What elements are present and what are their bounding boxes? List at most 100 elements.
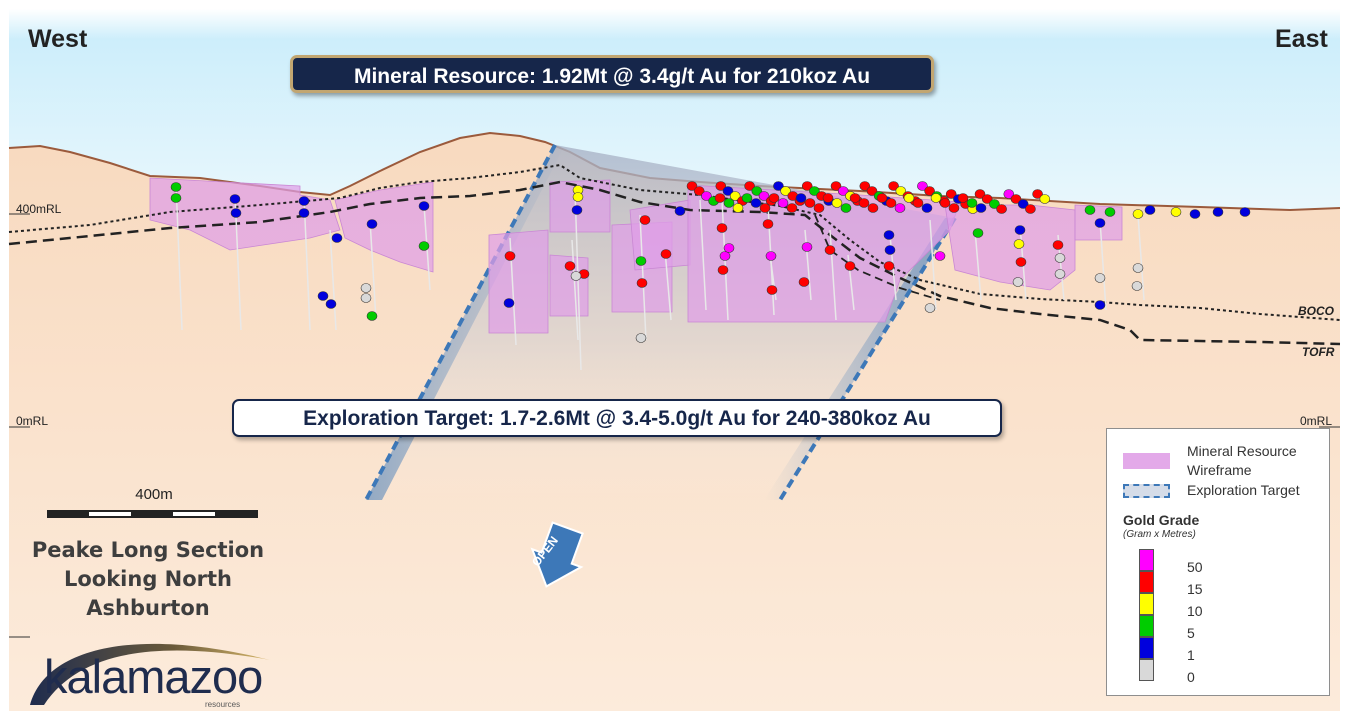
drill-trace [303,196,311,331]
wireframe-central-1 [488,229,549,334]
grade-swatch-0 [1139,659,1154,681]
drill-trace [175,183,183,331]
legend-resource-label-1: Mineral Resource [1187,443,1297,459]
grade-intercept [930,193,942,203]
grade-intercept [934,251,946,261]
grade-intercept [768,193,780,203]
grade-swatch-50 [1139,549,1154,571]
scale-bar [47,510,258,518]
grade-intercept [170,182,182,192]
mineral-resource-banner: Mineral Resource: 1.92Mt @ 3.4g/t Au for… [290,55,934,93]
grade-intercept [801,242,813,252]
grade-intercept [786,203,798,213]
grade-label-50: 50 [1187,559,1203,575]
grade-intercept [1025,204,1036,214]
drill-trace [929,219,937,311]
grade-intercept [722,186,734,196]
wireframe-west-1 [149,177,341,251]
drill-trace [699,199,707,311]
grade-intercept [1132,209,1144,219]
grade-intercept [714,193,726,203]
grade-intercept [719,251,731,261]
grade-intercept [1010,194,1022,204]
grade-intercept [571,205,583,215]
grade-intercept [660,249,672,259]
grade-intercept [972,228,984,238]
kalamazoo-logo-arc [30,643,270,705]
grade-intercept [360,293,372,303]
grade-intercept [996,204,1007,214]
grade-intercept [824,245,836,255]
rl-0-left-label: 0mRL [16,414,49,428]
drill-trace [804,229,812,301]
grade-intercept [830,181,842,191]
grade-intercept [884,245,896,255]
grade-intercept [1014,225,1026,235]
grade-intercept [975,203,987,213]
grade-intercept [639,215,651,225]
grade-intercept [759,203,771,213]
drill-trace [571,239,579,341]
grade-intercept [1017,199,1029,209]
grade-swatch-15 [1139,571,1154,593]
grade-label-1: 1 [1187,647,1195,663]
rl-400-label: 400mRL [16,202,62,216]
grade-intercept [701,191,712,201]
grade-intercept [974,189,986,199]
grade-intercept [798,277,810,287]
grade-swatch-10 [1139,593,1154,615]
grade-intercept [1104,207,1116,217]
drill-trace [974,229,982,301]
grade-intercept [876,193,888,203]
grade-intercept [564,261,576,271]
drill-trace [329,229,337,331]
grade-intercept [325,299,337,309]
exploration-target-left-line [364,144,557,501]
grade-intercept [298,196,310,206]
grade-intercept [1094,218,1106,228]
grade-intercept [921,203,933,213]
east-label: East [1275,25,1328,53]
legend-wireframe-swatch [1123,453,1170,469]
drill-trace [829,229,837,321]
section-title-line-3: Ashburton [86,596,210,620]
grade-intercept [837,186,849,196]
grade-swatch-5 [1139,615,1154,637]
grade-intercept [570,271,582,281]
grade-intercept [744,181,755,191]
grade-intercept [635,333,647,343]
grade-intercept [1212,207,1224,217]
grade-intercept [917,181,928,191]
grade-intercept [503,298,515,308]
grade-intercept [773,181,784,191]
grade-intercept [888,181,899,191]
grade-intercept [939,198,951,208]
legend-grade-title: Gold Grade [1123,512,1200,528]
grade-intercept [924,186,935,196]
grade-intercept [1054,269,1066,279]
grade-intercept [1052,240,1064,250]
grade-intercept [230,208,242,218]
grade-intercept [804,198,816,208]
grade-intercept [1132,263,1144,273]
scale-bar-label: 400m [135,486,173,503]
grade-intercept [858,198,870,208]
grade-intercept [674,206,686,216]
grade-intercept [831,198,843,208]
grade-intercept [418,201,430,211]
tofr-contact-line [8,180,1341,346]
kalamazoo-logo-text: kalamazoo [44,650,263,703]
grade-intercept [945,189,957,199]
grade-intercept [723,198,735,208]
grade-intercept [635,256,647,266]
legend-grade-subtitle: (Gram x Metres) [1123,529,1196,540]
section-title-line-2: Looking North [63,567,233,591]
grade-intercept [1189,209,1201,219]
grade-intercept [572,192,584,202]
grade-intercept [1012,277,1024,287]
grade-intercept [765,251,777,261]
grade-intercept [1039,194,1051,204]
rl-0-right-label: 0mRL [1300,414,1333,428]
grade-intercept [885,198,897,208]
grade-intercept [751,186,763,196]
